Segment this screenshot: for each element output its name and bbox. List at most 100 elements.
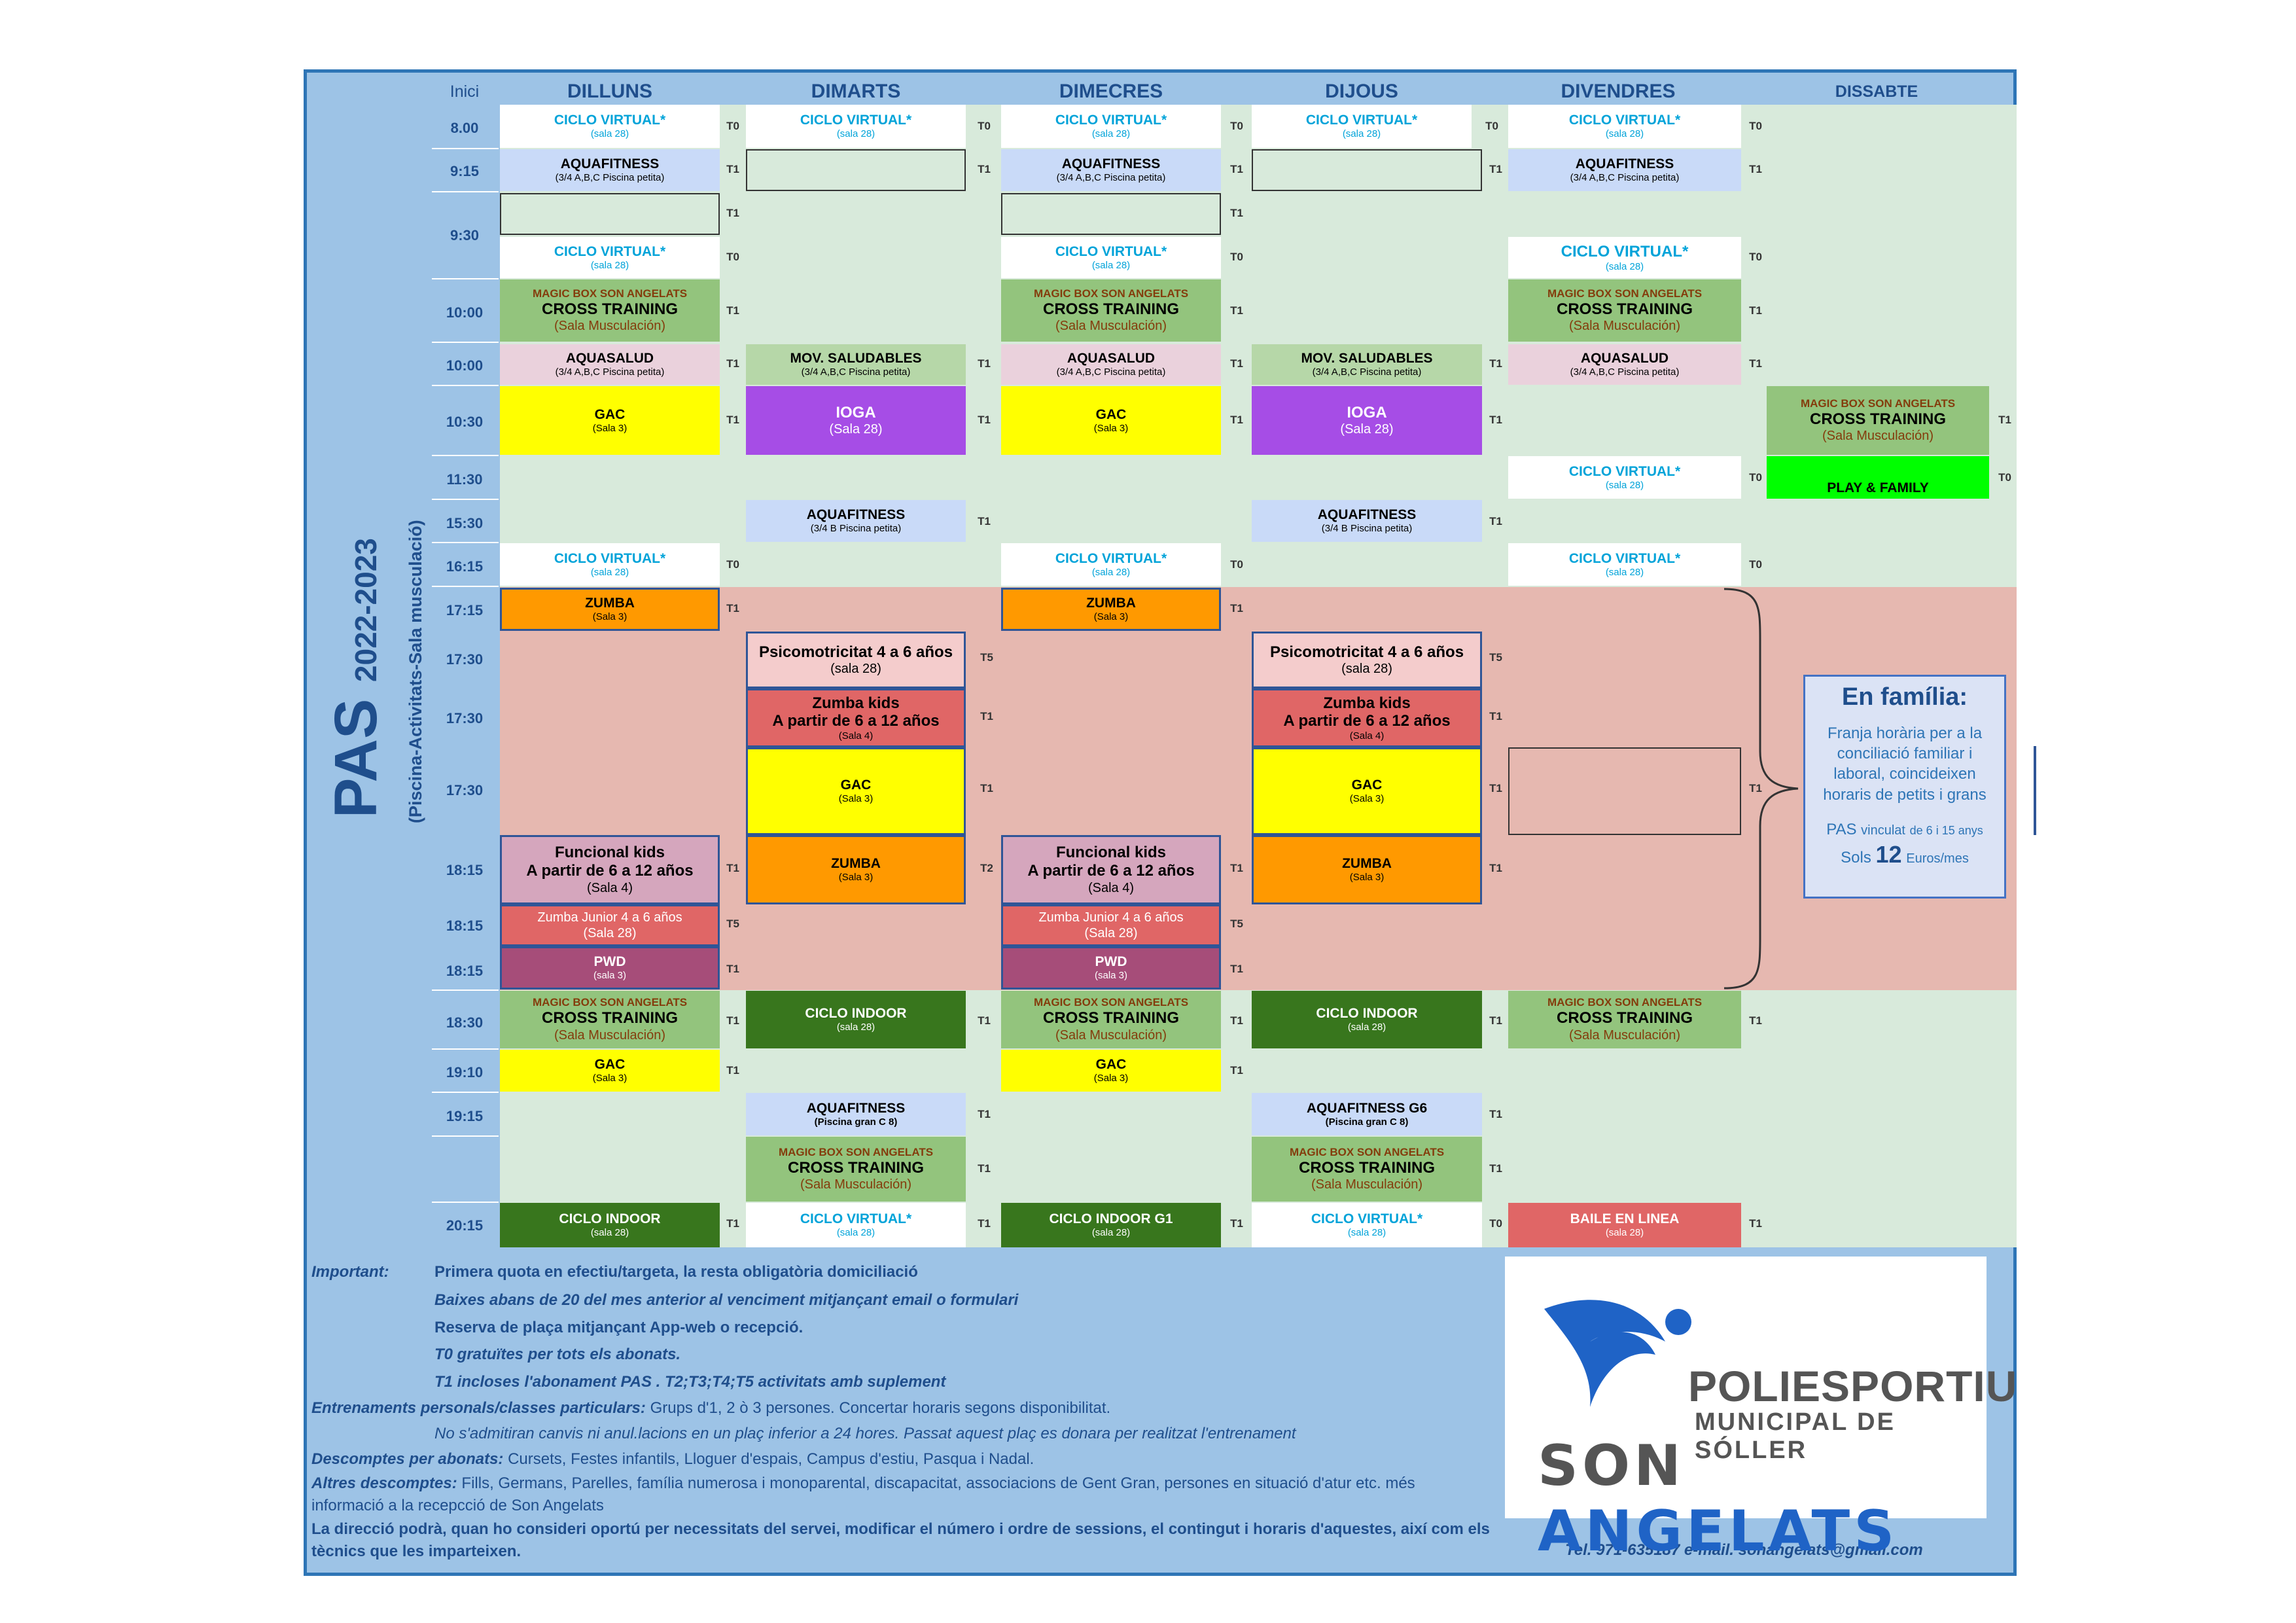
class-cell[interactable]: CICLO VIRTUAL*(sala 28) bbox=[500, 105, 720, 148]
class-cell[interactable]: CICLO VIRTUAL*(sala 28) bbox=[746, 105, 966, 148]
inici-header: Inici bbox=[450, 82, 480, 101]
class-cell[interactable]: Zumba Junior 4 a 6 años(Sala 28) bbox=[1001, 904, 1221, 946]
class-cell[interactable]: ZUMBA(Sala 3) bbox=[1001, 588, 1221, 631]
class-cell[interactable]: CICLO VIRTUAL*(sala 28) bbox=[1508, 105, 1741, 148]
tariff-tag: T1 bbox=[980, 710, 993, 722]
class-cell[interactable]: CICLO VIRTUAL*(sala 28) bbox=[1001, 105, 1221, 148]
class-cell[interactable]: PWD(sala 3) bbox=[500, 946, 720, 990]
class-cell[interactable]: GAC(Sala 3) bbox=[500, 1050, 720, 1092]
class-cell[interactable]: CICLO VIRTUAL*(sala 28) bbox=[1001, 543, 1221, 586]
note-5: T1 incloses l'abonament PAS . T2;T3;T4;T… bbox=[434, 1373, 946, 1391]
class-cell[interactable]: GAC(Sala 3) bbox=[1001, 386, 1221, 455]
class-cell[interactable]: CICLO VIRTUAL*(sala 28) bbox=[1001, 237, 1221, 278]
runner-icon bbox=[1544, 1300, 1691, 1407]
time-label: 17:30 bbox=[446, 782, 484, 798]
tariff-tag: T1 bbox=[1749, 163, 1762, 175]
class-cell[interactable]: AQUAFITNESS(3/4 A,B,C Piscina petita) bbox=[500, 149, 720, 191]
important-label: Important: bbox=[311, 1263, 389, 1281]
note-2: Baixes abans de 20 del mes anterior al v… bbox=[434, 1291, 1019, 1309]
class-cell[interactable]: IOGA(Sala 28) bbox=[1252, 386, 1482, 455]
class-cell[interactable]: AQUASALUD(3/4 A,B,C Piscina petita) bbox=[1001, 344, 1221, 385]
tariff-tag: T1 bbox=[1489, 710, 1502, 722]
class-cell[interactable]: AQUAFITNESS(3/4 A,B,C Piscina petita) bbox=[1001, 149, 1221, 191]
class-cell[interactable]: GAC(Sala 3) bbox=[1252, 747, 1482, 835]
class-cell[interactable]: AQUAFITNESS(3/4 A,B,C Piscina petita) bbox=[1508, 149, 1741, 191]
day-header-dissabte: DISSABTE bbox=[1835, 82, 1918, 101]
tariff-tag: T1 bbox=[1230, 1217, 1243, 1230]
class-cell[interactable]: Zumba Junior 4 a 6 años(Sala 28) bbox=[500, 904, 720, 946]
class-cell[interactable]: AQUAFITNESS G6(Piscina gran C 8) bbox=[1252, 1093, 1482, 1135]
row-divider bbox=[432, 1135, 499, 1137]
row-divider bbox=[432, 342, 499, 343]
familia-text: Franja horària per a la conciliació fami… bbox=[1823, 724, 1987, 804]
tariff-tag: T1 bbox=[978, 1162, 991, 1175]
tariff-tag: T1 bbox=[1489, 862, 1502, 874]
class-cell[interactable]: AQUAFITNESS(Piscina gran C 8) bbox=[746, 1093, 966, 1135]
empty-slot bbox=[746, 149, 966, 191]
class-cell[interactable]: ZUMBA(Sala 3) bbox=[1252, 835, 1482, 904]
tariff-tag: T0 bbox=[1749, 120, 1762, 132]
class-cell[interactable]: MOV. SALUDABLES(3/4 A,B,C Piscina petita… bbox=[746, 344, 966, 385]
familia-heading: En família: bbox=[1841, 683, 1968, 711]
class-cell[interactable]: IOGA(Sala 28) bbox=[746, 386, 966, 455]
class-cell[interactable]: CICLO INDOOR(sala 28) bbox=[746, 991, 966, 1048]
class-cell[interactable]: AQUASALUD(3/4 A,B,C Piscina petita) bbox=[1508, 344, 1741, 385]
tariff-tag: T1 bbox=[978, 1014, 991, 1027]
class-cell[interactable]: CICLO INDOOR(sala 28) bbox=[1252, 991, 1482, 1048]
tariff-tag: T5 bbox=[1230, 918, 1243, 930]
note-3: Reserva de plaça mitjançant App-web o re… bbox=[434, 1319, 804, 1336]
class-cell[interactable]: CICLO VIRTUAL*(sala 28) bbox=[1252, 1203, 1482, 1247]
class-cell[interactable]: AQUAFITNESS(3/4 B Piscina petita) bbox=[746, 500, 966, 542]
time-label: 17:15 bbox=[446, 602, 484, 618]
class-cell[interactable]: ZUMBA(Sala 3) bbox=[746, 835, 966, 904]
class-cell[interactable]: GAC(Sala 3) bbox=[746, 747, 966, 835]
class-cell[interactable]: AQUASALUD(3/4 A,B,C Piscina petita) bbox=[500, 344, 720, 385]
class-cell[interactable]: GAC(Sala 3) bbox=[500, 386, 720, 455]
tariff-tag: T0 bbox=[726, 120, 739, 132]
class-cell[interactable]: CICLO VIRTUAL*(sala 28) bbox=[500, 543, 720, 586]
empty-slot bbox=[1001, 193, 1221, 235]
tariff-tag: T1 bbox=[978, 414, 991, 426]
class-cell[interactable]: CICLO INDOOR(sala 28) bbox=[500, 1203, 720, 1247]
row-divider bbox=[432, 990, 499, 991]
class-cell[interactable]: ZUMBA(Sala 3) bbox=[500, 588, 720, 631]
class-cell[interactable]: CICLO VIRTUAL*(sala 28) bbox=[1508, 456, 1741, 499]
logo-line3: SON ANGELATS bbox=[1538, 1433, 1899, 1564]
logo: POLIESPORTIU MUNICIPAL DE SÓLLER SON ANG… bbox=[1505, 1257, 2017, 1564]
time-label: 9:15 bbox=[450, 163, 480, 179]
tariff-tag: T1 bbox=[726, 963, 739, 975]
class-cell[interactable]: PWD(sala 3) bbox=[1001, 946, 1221, 990]
class-cell[interactable]: Psicomotricitat 4 a 6 años(sala 28) bbox=[746, 632, 966, 688]
empty-slot bbox=[1508, 747, 1741, 835]
class-cell[interactable]: CICLO VIRTUAL*(sala 28) bbox=[746, 1203, 966, 1247]
row-divider bbox=[432, 586, 499, 587]
logo-line1: POLIESPORTIU bbox=[1688, 1362, 2018, 1410]
class-cell[interactable]: CICLO VIRTUAL*(sala 28) bbox=[1508, 237, 1741, 278]
class-cell[interactable]: Psicomotricitat 4 a 6 años(sala 28) bbox=[1252, 632, 1482, 688]
class-cell[interactable]: BAILE EN LINEA(sala 28) bbox=[1508, 1203, 1741, 1247]
class-cell[interactable]: CICLO VIRTUAL*(sala 28) bbox=[500, 237, 720, 278]
tariff-tag: T1 bbox=[1489, 1162, 1502, 1175]
class-cell[interactable]: MOV. SALUDABLES(3/4 A,B,C Piscina petita… bbox=[1252, 344, 1482, 385]
familia-box: En família: Franja horària per a la conc… bbox=[1803, 675, 2006, 899]
tariff-tag: T1 bbox=[726, 602, 739, 615]
class-cell[interactable]: CICLO VIRTUAL*(sala 28) bbox=[1508, 543, 1741, 586]
class-cell[interactable]: CICLO VIRTUAL*(sala 28) bbox=[1252, 105, 1472, 148]
class-cell[interactable]: CICLO INDOOR G1(sala 28) bbox=[1001, 1203, 1221, 1247]
class-cell[interactable]: GAC(Sala 3) bbox=[1001, 1050, 1221, 1092]
class-cell[interactable]: AQUAFITNESS(3/4 B Piscina petita) bbox=[1252, 500, 1482, 542]
class-cell[interactable]: PLAY & FAMILY bbox=[1767, 456, 1989, 499]
